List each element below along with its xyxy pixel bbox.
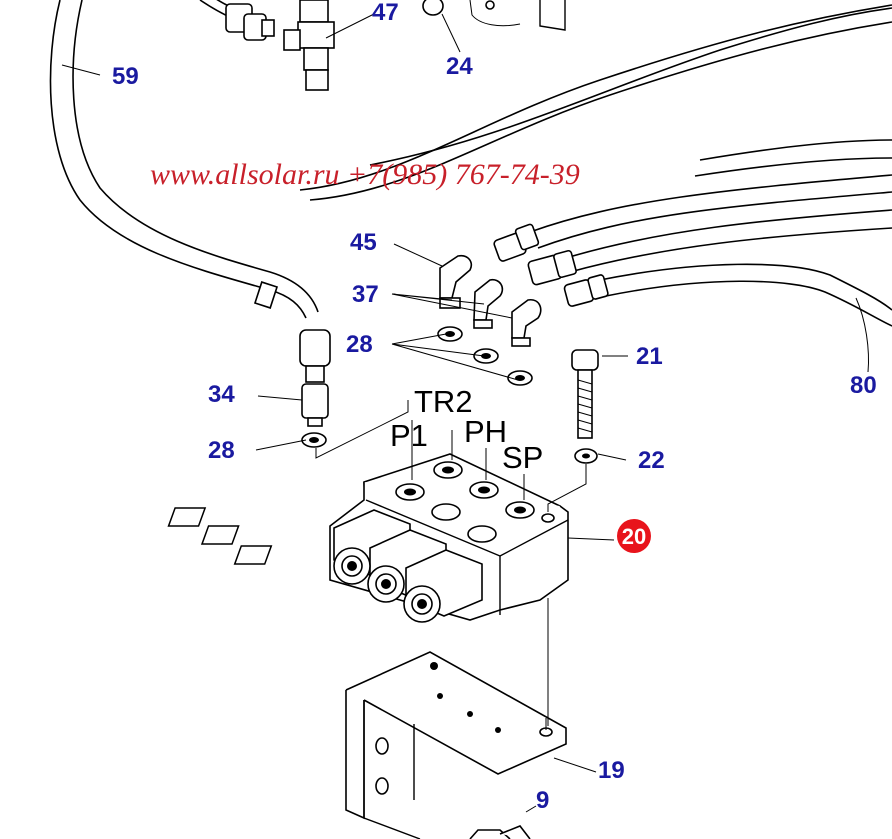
- leader-lines: [61, 13, 869, 813]
- port-label-p1: P1: [390, 418, 428, 453]
- callout-28-lower: 28: [208, 437, 235, 464]
- fitting-34: [299, 329, 331, 448]
- callout-47: 47: [372, 0, 399, 26]
- callout-21: 21: [636, 343, 663, 370]
- callout-34: 34: [208, 381, 235, 408]
- callout-19: 19: [598, 757, 625, 784]
- port-label-sp: SP: [502, 440, 543, 475]
- fitting-24: [422, 0, 566, 31]
- callout-80: 80: [850, 372, 877, 399]
- port-labels: TR2 P1 PH SP: [390, 384, 543, 475]
- watermark: www.allsolar.ru +7(985) 767-74-39: [150, 158, 580, 191]
- callout-59: 59: [112, 63, 139, 90]
- callout-20: 20: [622, 524, 646, 549]
- valve-block-20: [167, 453, 569, 623]
- washer-22: [574, 448, 598, 464]
- hose-bundle-upper: [299, 4, 892, 201]
- callout-20-highlighted: 20: [617, 519, 651, 553]
- hose-bundle-fittings: [493, 174, 892, 327]
- bracket-19: [345, 651, 567, 839]
- bolt-9: [469, 825, 531, 839]
- callout-24: 24: [446, 53, 473, 80]
- bolt-21: [571, 349, 599, 439]
- hose-59: [49, 0, 319, 319]
- callout-45: 45: [350, 229, 377, 256]
- callout-37: 37: [352, 281, 379, 308]
- callout-20-badge: [617, 519, 651, 553]
- port-label-ph: PH: [464, 414, 507, 449]
- elbow-fittings-45-37: [439, 254, 542, 347]
- callout-28-upper: 28: [346, 331, 373, 358]
- washers-28-upper: [437, 326, 533, 386]
- callout-numbers: 59 47 24 45 37 28 21 80 34 28 22 19 9: [112, 0, 877, 814]
- port-label-tr2: TR2: [414, 384, 473, 419]
- callout-9: 9: [536, 787, 549, 814]
- fitting-47: [225, 0, 335, 91]
- callout-22: 22: [638, 447, 665, 474]
